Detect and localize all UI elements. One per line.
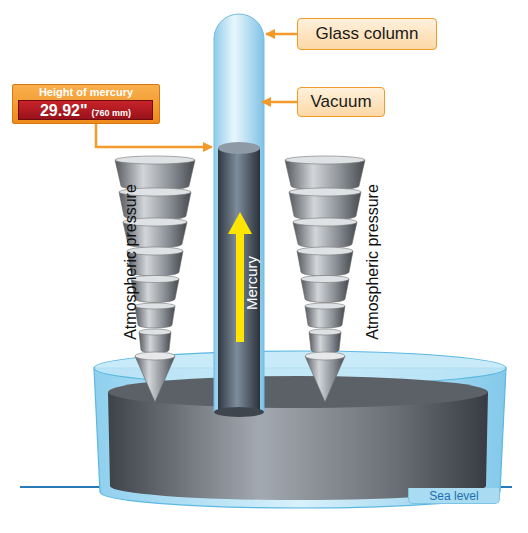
mercury-surface [108, 376, 488, 408]
reading-value: 29.92" (760 mm) [18, 100, 153, 120]
rise-arrow-shaft [236, 232, 244, 342]
callout-box: Vacuum [297, 87, 385, 117]
node-text: 29.92" [40, 102, 88, 120]
node-text: Vacuum [310, 92, 371, 112]
mercury-pool [108, 392, 488, 500]
callout-box: Glass column [297, 18, 437, 50]
leader-arrow [266, 33, 297, 36]
pressure-label: Atmospheric pressure [363, 167, 383, 357]
leader-arrow [262, 101, 297, 104]
mercury-label: Mercury [242, 238, 262, 328]
node-text: Height of mercury [39, 86, 133, 98]
node-text: (760 mm) [92, 108, 132, 118]
leader-arrow [96, 124, 212, 147]
node-text: Sea level [429, 489, 478, 503]
pressure-label: Atmospheric pressure [121, 167, 141, 357]
mercury-meniscus [218, 142, 260, 154]
pressure-weights [115, 156, 195, 402]
sea-level-tab: Sea level [408, 488, 500, 504]
column-base [214, 407, 264, 417]
rise-arrow-head [228, 212, 252, 234]
reading-panel: Height of mercury 29.92" (760 mm) [12, 84, 160, 124]
pressure-weights [285, 156, 365, 402]
glass-column [214, 14, 264, 412]
node-text: Glass column [316, 24, 419, 44]
